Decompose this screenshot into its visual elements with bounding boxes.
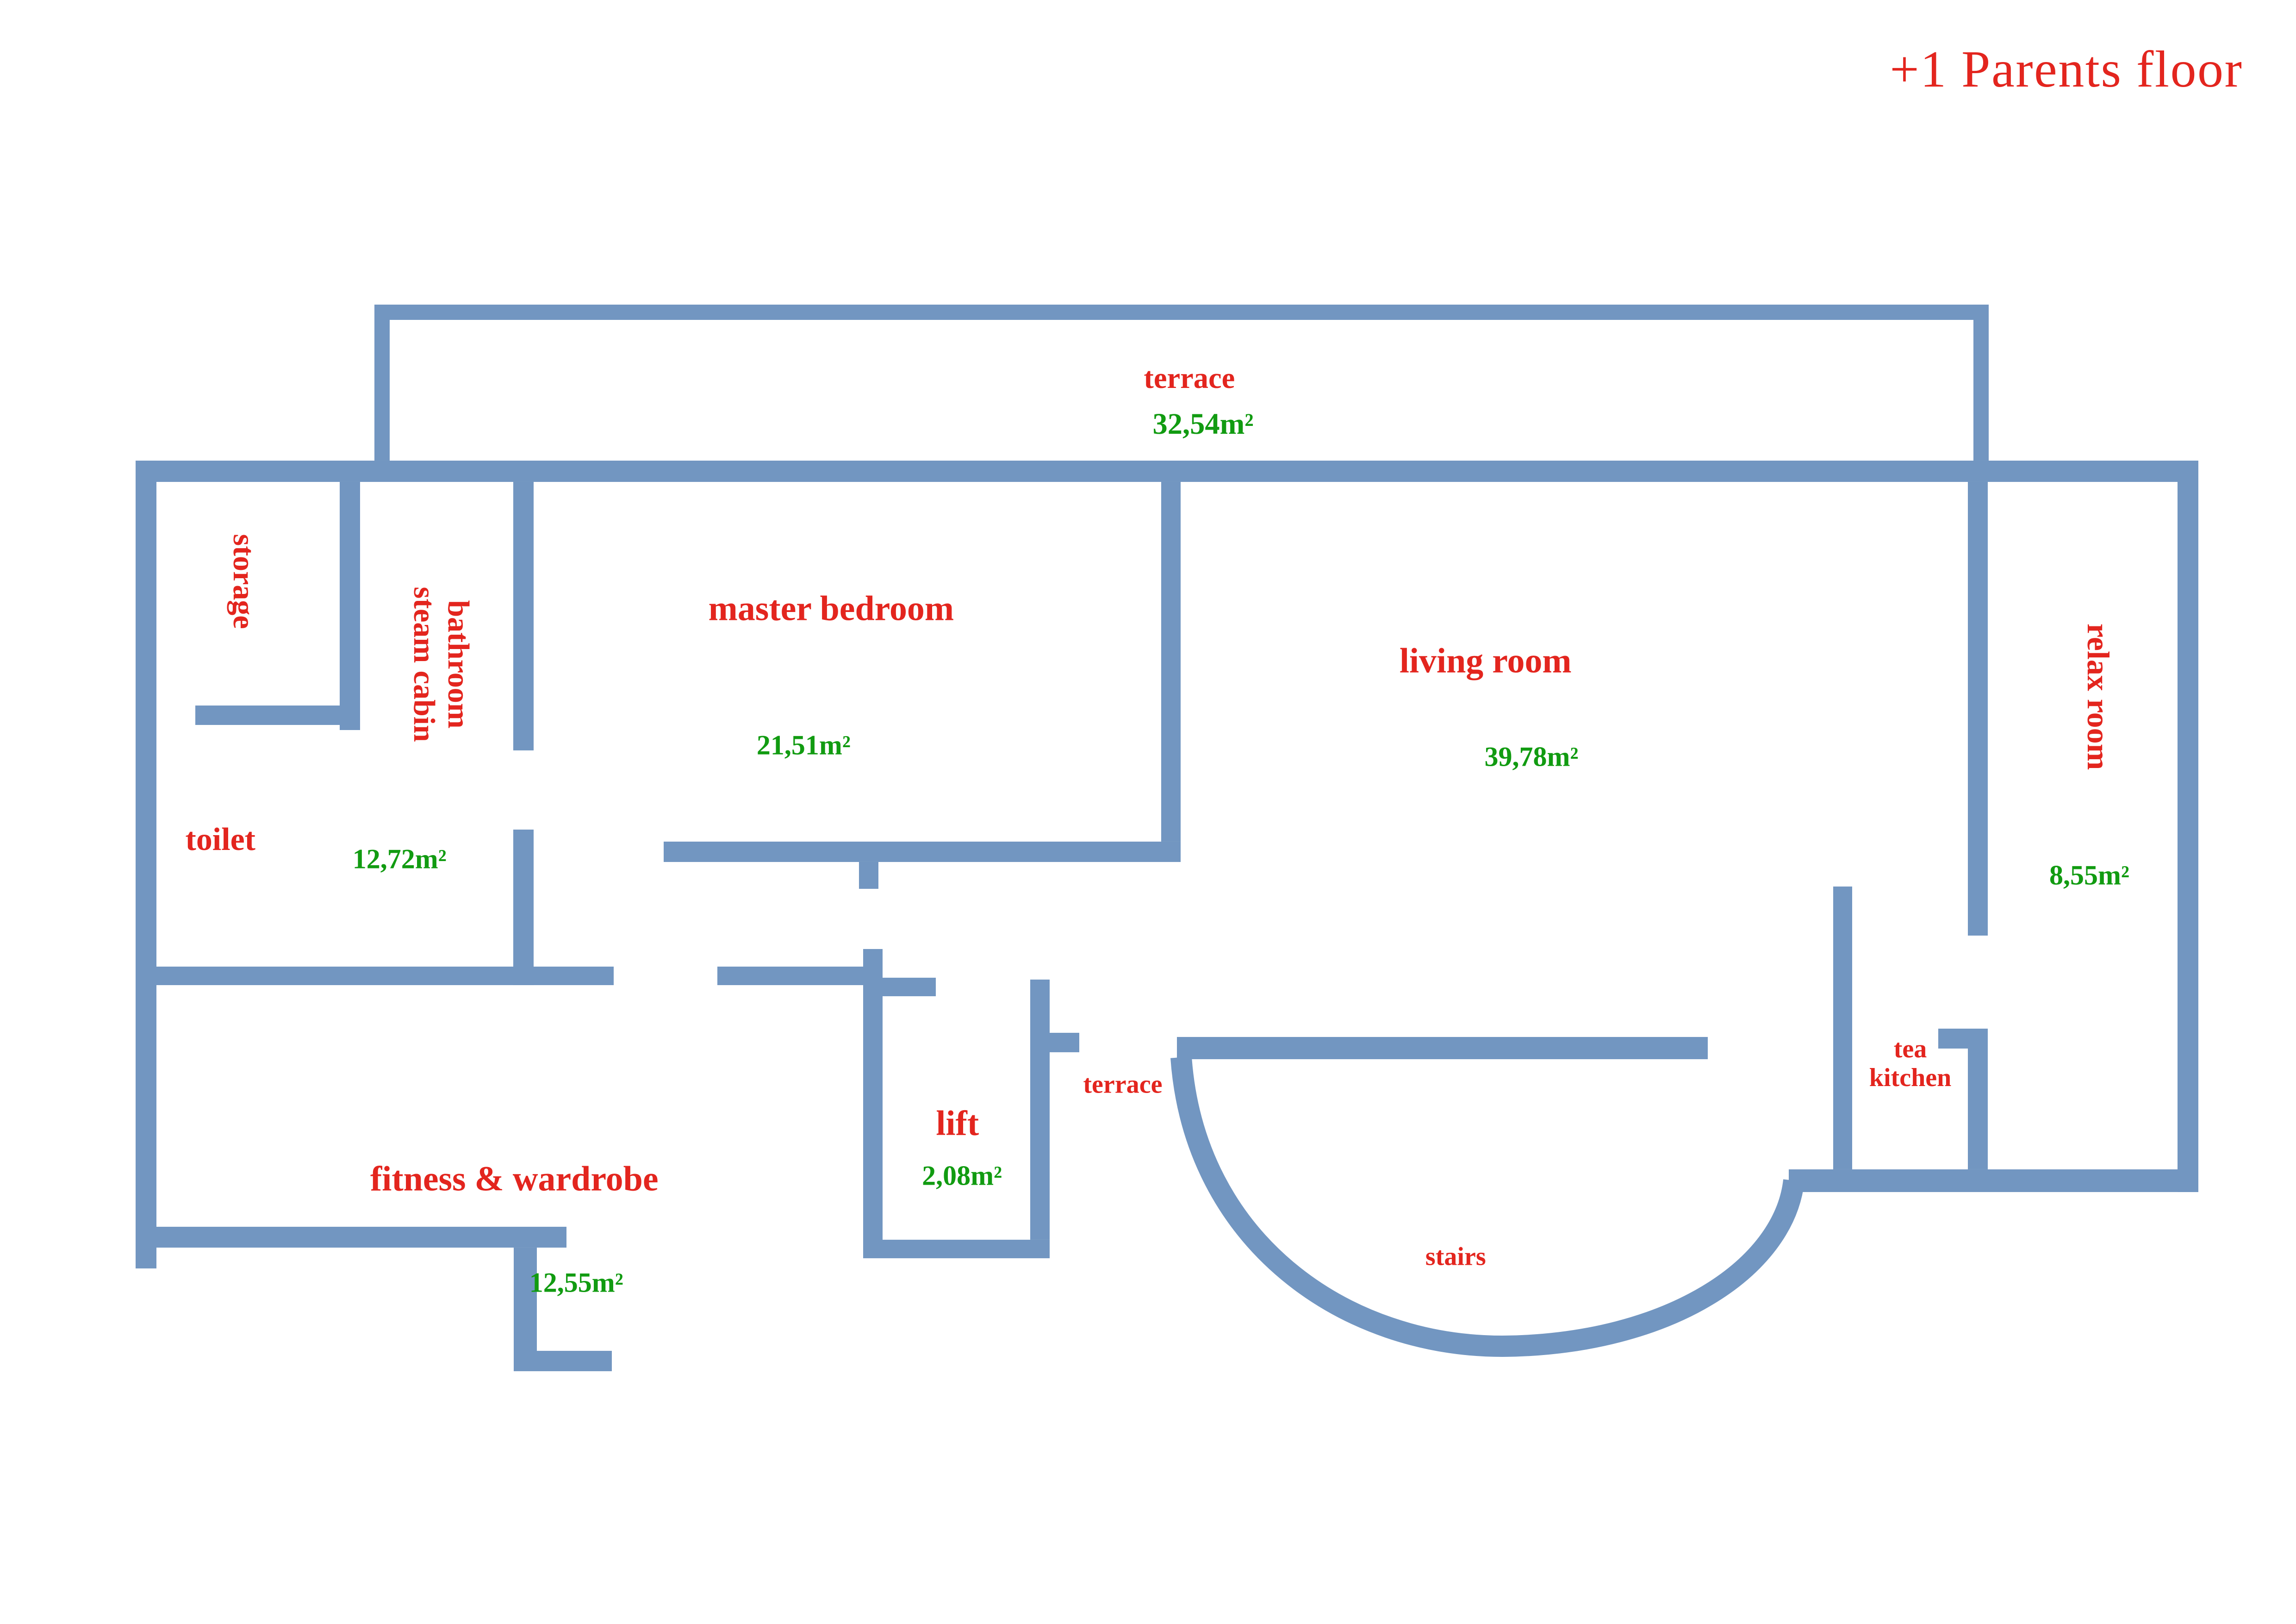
wall-terrace-right	[1973, 304, 1989, 461]
wall-lift-left	[863, 949, 883, 1257]
wall-tea-kitchen-left	[1833, 886, 1852, 1169]
wall-bedroom-right	[1161, 481, 1181, 842]
wall-outer-left	[136, 460, 156, 1268]
wall-lift-bottom	[863, 1239, 1050, 1258]
wall-lift-top-stub	[883, 977, 936, 996]
wall-relax-left-lower	[1968, 1028, 1988, 1169]
wall-stairs-top	[1177, 1037, 1708, 1059]
wall-stairs-arc	[1170, 1056, 1804, 1357]
wall-relax-door-cap	[1938, 1028, 1968, 1049]
wall-bottom-right	[1789, 1169, 2198, 1192]
wall-outer-top	[142, 460, 2198, 482]
wall-terrace-top	[374, 304, 1989, 320]
wall-storage-bottom	[195, 705, 344, 725]
wall-relax-left-upper	[1968, 481, 1988, 936]
wall-bedroom-stub	[859, 862, 878, 889]
wall-corridor-wall	[717, 966, 883, 985]
wall-fitness-top	[156, 966, 614, 985]
wall-bathroom-right-upper	[513, 481, 534, 750]
wall-fitness-bottom	[136, 1226, 566, 1248]
wall-stairs-left-horizontal	[514, 1350, 612, 1371]
wall-lift-terrace-stub	[1050, 1032, 1079, 1052]
wall-bedroom-bottom	[664, 841, 1181, 862]
wall-stairs-left-vertical	[514, 1247, 537, 1355]
wall-terrace-left	[374, 304, 390, 461]
wall-lift-right	[1030, 979, 1050, 1240]
wall-outer-right	[2178, 460, 2198, 1192]
wall-toilet-right-lower	[513, 829, 534, 985]
wall-storage-right	[340, 481, 360, 730]
